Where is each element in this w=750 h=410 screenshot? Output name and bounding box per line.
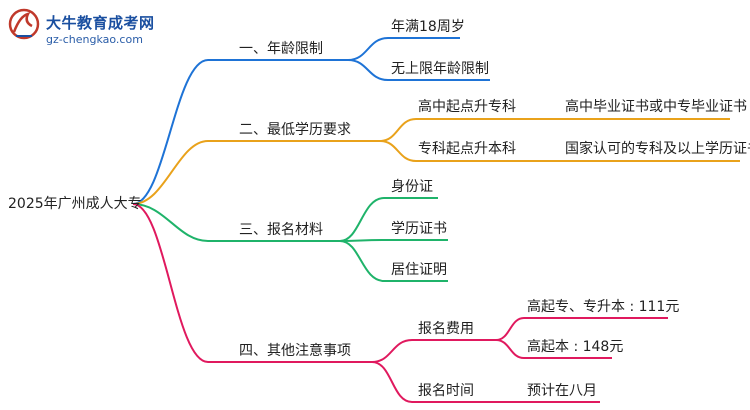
branch-other-notes: 四、其他注意事项 [239, 343, 351, 359]
link-root-b2 [132, 140, 380, 205]
node-registration-time-detail: 预计在八月 [527, 383, 597, 399]
link-b1-c2 [347, 59, 490, 81]
link-root-b4 [132, 203, 372, 363]
link-root-b1 [132, 59, 348, 205]
branch-application-materials: 三、报名材料 [239, 222, 323, 238]
node-zhuan-ben-detail: 国家认可的专科及以上学历证书 [565, 141, 750, 157]
node-fee: 报名费用 [418, 321, 474, 337]
link-b4-c1-d1 [495, 317, 668, 341]
link-b4-c1-d2 [495, 339, 612, 359]
node-age-max: 无上限年龄限制 [391, 61, 489, 77]
branch-age-limit: 一、年龄限制 [239, 41, 323, 57]
node-age-min: 年满18周岁 [391, 19, 465, 35]
node-zhuan-ben: 专科起点升本科 [418, 141, 516, 157]
link-b3-c3 [339, 240, 448, 282]
link-b2-c2 [379, 140, 512, 162]
node-diploma: 学历证书 [391, 221, 447, 237]
link-b3-c2 [339, 239, 448, 242]
mindmap-root: 2025年广州成人大专 [8, 196, 142, 212]
link-b4-c2 [371, 361, 496, 403]
node-fee-detail-2: 高起本 : 148元 [527, 339, 624, 355]
site-logo: 大牛教育成考网 gz-chengkao.com [6, 6, 176, 52]
node-id-card: 身份证 [391, 179, 433, 195]
node-gaoqi-zhuan: 高中起点升专科 [418, 99, 516, 115]
logo-url: gz-chengkao.com [46, 33, 143, 46]
node-fee-detail-1: 高起专、专升本 : 111元 [527, 299, 680, 315]
branch-education-requirement: 二、最低学历要求 [239, 122, 351, 138]
link-b2-c1 [379, 118, 512, 142]
node-residence-proof: 居住证明 [391, 262, 447, 278]
logo-title: 大牛教育成考网 [46, 14, 155, 32]
link-b1-c1 [347, 37, 460, 61]
node-registration-time: 报名时间 [418, 383, 474, 399]
link-root-b3 [132, 203, 340, 242]
link-b3-c1 [339, 197, 438, 242]
link-b4-c1 [371, 339, 496, 363]
logo-emblem-icon [8, 8, 40, 40]
node-gaoqi-zhuan-detail: 高中毕业证书或中专毕业证书 [565, 99, 747, 115]
